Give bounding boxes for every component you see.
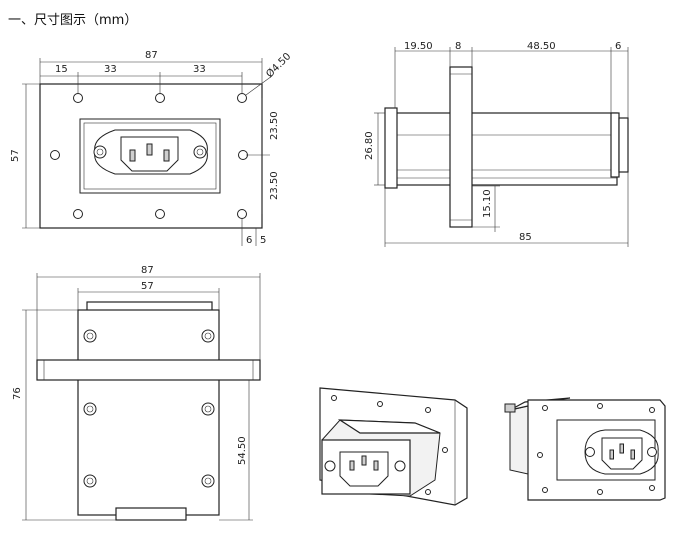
front-dim-height: 57 bbox=[10, 149, 21, 162]
front-dim-width: 87 bbox=[145, 50, 158, 61]
side-body bbox=[394, 112, 618, 186]
iso-view-front bbox=[319, 387, 468, 506]
front-c14-inlet bbox=[120, 136, 179, 172]
front-dim-pitch-upper: 23.50 bbox=[269, 111, 280, 140]
page-title: 一、尺寸图示（mm） bbox=[8, 13, 138, 28]
back-flange-bar bbox=[36, 359, 261, 381]
front-view: 87 15 33 33 Ø4.50 57 23.50 23.50 6 5 bbox=[10, 50, 293, 246]
back-dim-inner-height: 54.50 bbox=[237, 436, 248, 465]
front-dim-pitch-lower: 23.50 bbox=[269, 171, 280, 200]
front-dim-seg-2: 33 bbox=[104, 64, 117, 75]
side-dim-seg-1: 19.50 bbox=[404, 41, 433, 52]
back-body bbox=[77, 309, 220, 516]
side-dim-total-length: 85 bbox=[519, 232, 532, 243]
back-view: 87 57 76 54.50 bbox=[12, 265, 261, 521]
side-dim-body-height: 26.80 bbox=[364, 131, 375, 160]
front-dim-seg-1: 15 bbox=[55, 64, 68, 75]
front-dim-edge-2: 5 bbox=[260, 235, 266, 246]
front-socket-frame bbox=[79, 118, 221, 194]
front-flange-plate bbox=[39, 83, 263, 229]
front-mount-holes bbox=[50, 93, 248, 219]
back-dim-width: 87 bbox=[141, 265, 154, 276]
side-dim-seg-4: 6 bbox=[615, 41, 621, 52]
front-socket-body bbox=[94, 129, 208, 175]
side-view: 19.50 8 48.50 6 26.80 15.10 85 bbox=[364, 41, 629, 247]
iso-view-rear bbox=[504, 397, 666, 501]
side-flange bbox=[449, 66, 473, 228]
front-dim-seg-3: 33 bbox=[193, 64, 206, 75]
side-socket-end bbox=[384, 107, 398, 189]
side-dim-seg-2: 8 bbox=[455, 41, 461, 52]
front-dim-hole-dia: Ø4.50 bbox=[264, 50, 294, 80]
back-dim-height: 76 bbox=[12, 387, 23, 400]
side-dim-seg-3: 48.50 bbox=[527, 41, 556, 52]
front-dim-edge-1: 6 bbox=[246, 235, 252, 246]
back-screws bbox=[83, 329, 215, 488]
side-dim-flange-offset: 15.10 bbox=[482, 189, 493, 218]
back-dim-inner-width: 57 bbox=[141, 281, 154, 292]
